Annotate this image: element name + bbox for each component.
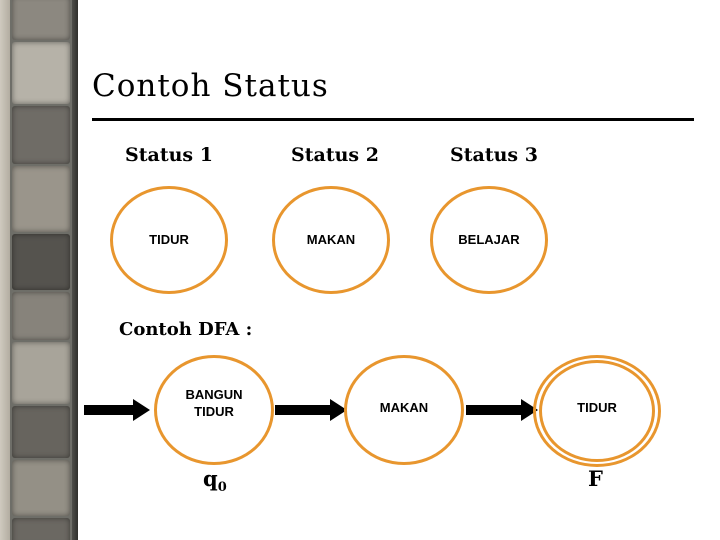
dfa-heading: Contoh DFA : — [119, 319, 253, 340]
stone-tile — [12, 106, 70, 164]
dfa-node-label-2: MAKAN — [379, 400, 429, 415]
stone-tile — [12, 234, 70, 290]
stone-texture-band — [0, 0, 78, 540]
status-header-3: Status 3 — [450, 144, 538, 166]
dfa-start-state-subscript: 0 — [217, 480, 227, 496]
stone-tile — [12, 292, 70, 340]
dfa-ellipse-3-outer — [533, 355, 661, 467]
dfa-final-state-marker: F — [588, 466, 603, 491]
dfa-ellipse-1 — [154, 355, 274, 465]
status-ellipse-3 — [430, 186, 548, 294]
dfa-ellipse-3-inner — [539, 360, 655, 462]
stone-tile — [12, 42, 70, 104]
stone-tile — [12, 342, 70, 404]
status-node-label-3: BELAJAR — [458, 232, 520, 247]
stone-tile — [12, 518, 70, 540]
dfa-ellipse-2 — [344, 355, 464, 465]
page-title: Contoh Status — [92, 68, 329, 104]
status-header-2: Status 2 — [291, 144, 379, 166]
stone-tile — [12, 406, 70, 458]
stone-tile — [12, 0, 70, 40]
dfa-node-label-3: TIDUR — [577, 400, 617, 415]
dfa-start-state-letter: q — [203, 466, 218, 491]
stone-band-left-edge — [0, 0, 10, 540]
status-header-1: Status 1 — [125, 144, 213, 166]
title-underline — [92, 118, 694, 121]
stone-band-right-edge — [72, 0, 78, 540]
status-node-label-1: TIDUR — [149, 232, 189, 247]
dfa-start-state-marker: q0 — [203, 466, 227, 495]
dfa-node-label-1: BANGUN TIDUR — [185, 387, 243, 419]
status-ellipse-1 — [110, 186, 228, 294]
stone-tile — [12, 166, 70, 232]
status-ellipse-2 — [272, 186, 390, 294]
status-node-label-2: MAKAN — [306, 232, 356, 247]
stone-tile — [12, 460, 70, 516]
